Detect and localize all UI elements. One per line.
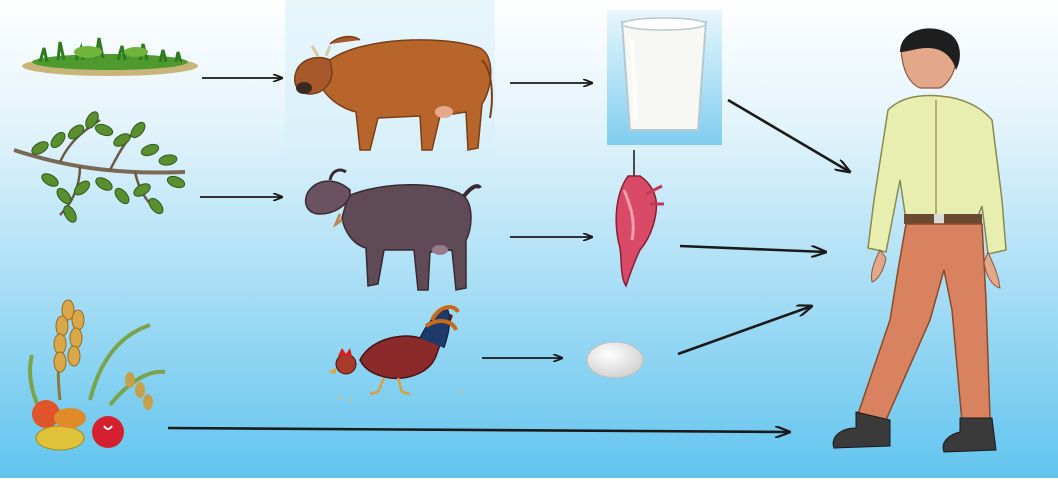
milk-glass-icon bbox=[607, 10, 722, 145]
bottom-band bbox=[0, 478, 1058, 486]
egg-icon bbox=[587, 342, 643, 378]
